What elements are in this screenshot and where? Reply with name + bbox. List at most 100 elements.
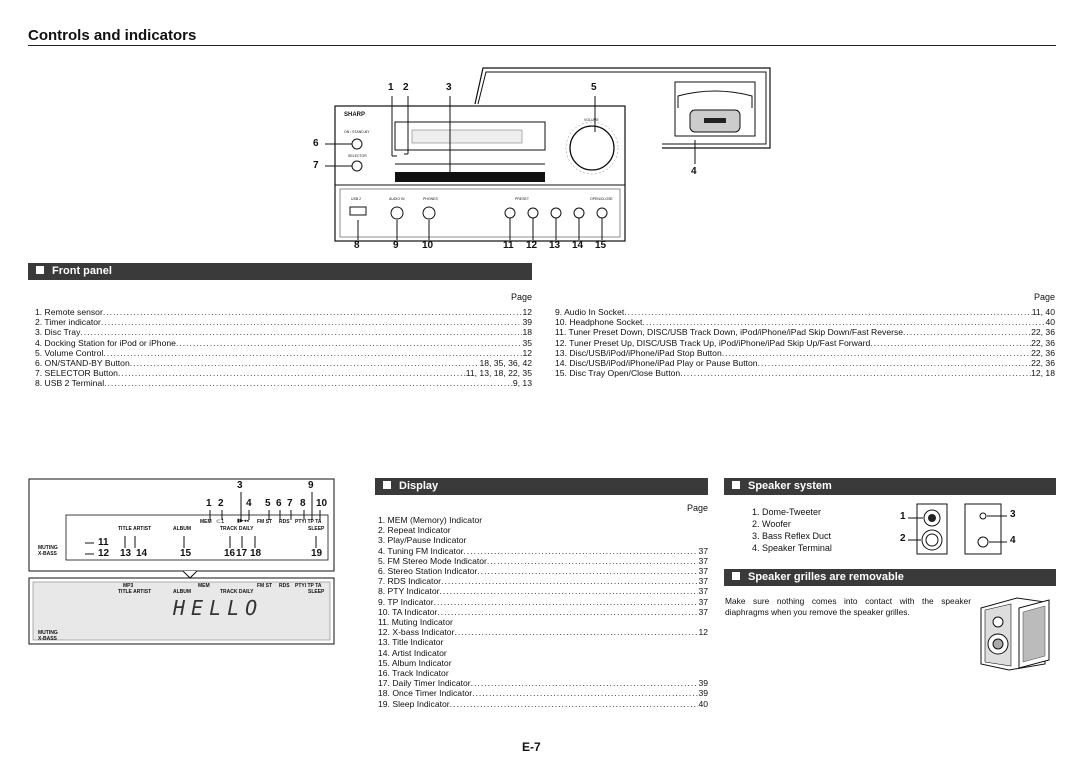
display-item-row: 15. Album Indicator	[378, 658, 708, 668]
toc-label: 5. Volume Control	[35, 347, 104, 358]
toc-leader-dots	[464, 546, 699, 556]
display-item-page: 37	[698, 576, 708, 587]
lcd-mp3-label: MP3	[123, 583, 134, 589]
callout-14: 14	[572, 240, 584, 251]
display-item-label: 9. TP Indicator	[378, 596, 434, 607]
brand-logo: SHARP	[344, 112, 366, 118]
toc-leader-dots	[103, 307, 523, 317]
disp-callout-14: 14	[136, 548, 148, 559]
selector-label: SELECTOR	[348, 154, 367, 158]
display-item-label: 10. TA Indicator	[378, 606, 438, 617]
toc-page: 35	[522, 337, 532, 348]
front-panel-left-list: Page 1. Remote sensor122. Timer indicato…	[35, 292, 532, 389]
disp-callout-8: 8	[300, 498, 306, 509]
callout-11: 11	[503, 240, 514, 251]
display-item-label: 11. Muting Indicator	[378, 617, 453, 628]
callout-6: 6	[313, 138, 319, 149]
toc-page: 22, 36	[1031, 337, 1055, 348]
page-number: E-7	[522, 740, 541, 754]
display-item-row: 14. Artist Indicator	[378, 648, 708, 658]
toc-row: 8. USB 2 Terminal9, 13	[35, 378, 532, 388]
disp-callout-18: 18	[250, 548, 262, 559]
display-item-row: 18. Once Timer Indicator39	[378, 688, 708, 698]
preset-label: PRESET	[515, 197, 530, 201]
usb-label: USB 2	[351, 197, 362, 201]
toc-leader-dots	[472, 688, 698, 698]
display-item-label: 12. X-bass Indicator	[378, 627, 455, 638]
toc-label: 2. Timer indicator	[35, 317, 101, 328]
toc-label: 10. Headphone Socket	[555, 317, 643, 328]
on-standby-label: ON / STAND-BY	[344, 130, 370, 134]
display-item-label: 7. RDS Indicator	[378, 576, 442, 587]
toc-row: 15. Disc Tray Open/Close Button12, 18	[555, 368, 1055, 378]
disp-callout-3: 3	[237, 480, 243, 491]
toc-leader-dots	[722, 348, 1031, 358]
display-item-page: 37	[698, 596, 708, 607]
display-item-label: 8. PTY Indicator	[378, 586, 440, 597]
display-item-label: 14. Artist Indicator	[378, 647, 447, 658]
lcd-rds-label: RDS	[279, 519, 290, 525]
display-item-label: 15. Album Indicator	[378, 657, 452, 668]
toc-page: 22, 36	[1031, 358, 1055, 369]
lcd-mem-label-2: MEM	[198, 583, 210, 589]
disp-callout-16: 16	[224, 548, 236, 559]
speaker-grilles-heading: Speaker grilles are removable	[724, 569, 1056, 586]
display-item-row: 11. Muting Indicator	[378, 617, 708, 627]
speaker-grilles-note: Make sure nothing comes into contact wit…	[725, 596, 971, 617]
display-item-row: 2. Repeat Indicator	[378, 525, 708, 535]
toc-row: 13. Disc/USB/iPod/iPhone/iPad Stop Butto…	[555, 348, 1055, 358]
toc-row: 7. SELECTOR Button11, 13, 18, 22, 35	[35, 368, 532, 378]
display-item-row: 10. TA Indicator37	[378, 607, 708, 617]
toc-leader-dots	[130, 358, 480, 368]
toc-label: 3. Disc Tray	[35, 327, 81, 338]
toc-row: 1. Remote sensor12	[35, 307, 532, 317]
toc-leader-dots	[434, 597, 699, 607]
display-item-page: 37	[698, 555, 708, 566]
display-item-page: 37	[698, 566, 708, 577]
spk-callout-2: 2	[900, 533, 906, 544]
toc-label: 15. Disc Tray Open/Close Button	[555, 368, 681, 379]
lcd-pty-label: PTYI TP TA	[295, 519, 322, 525]
lcd-title-artist-label: TITLE ARTIST	[118, 526, 152, 532]
toc-row: 12. Tuner Preset Up, DISC/USB Track Up, …	[555, 338, 1055, 348]
display-item-row: 6. Stereo Station Indicator37	[378, 566, 708, 576]
bullet-square	[732, 481, 740, 489]
display-item-page: 37	[698, 545, 708, 556]
lcd-xbass-label: X-BASS	[38, 551, 57, 557]
display-heading: Display	[375, 478, 708, 495]
toc-leader-dots	[437, 607, 698, 617]
toc-leader-dots	[103, 348, 522, 358]
display-item-label: 5. FM Stereo Mode Indicator	[378, 555, 487, 566]
lcd-rds-label-2: RDS	[279, 583, 290, 589]
disp-callout-10: 10	[316, 498, 328, 509]
callout-7: 7	[313, 160, 319, 171]
bullet-square	[383, 481, 391, 489]
page-header: Page	[1033, 292, 1055, 302]
display-item-row: 4. Tuning FM Indicator37	[378, 546, 708, 556]
toc-label: 8. USB 2 Terminal	[35, 378, 105, 389]
spk-callout-1: 1	[900, 511, 906, 522]
display-item-label: 18. Once Timer Indicator	[378, 688, 473, 699]
callout-9: 9	[393, 240, 399, 251]
toc-page: 22, 36	[1031, 327, 1055, 338]
lcd-hello-text: HELLO	[173, 596, 264, 620]
lcd-mem-label: MEM	[200, 519, 212, 525]
toc-label: 9. Audio In Socket	[555, 307, 625, 317]
toc-leader-dots	[870, 338, 1031, 348]
display-item-row: 5. FM Stereo Mode Indicator 37	[378, 556, 708, 566]
callout-12: 12	[526, 240, 538, 251]
speaker-item: 2. Woofer	[752, 519, 791, 529]
speaker-item: 4. Speaker Terminal	[752, 543, 832, 553]
lcd-fmst-label-2: FM ST	[257, 583, 272, 589]
lcd-album-label-2: ALBUM	[173, 589, 192, 595]
lcd-muting-label: MUTING	[38, 545, 58, 551]
callout-8: 8	[354, 240, 360, 251]
disp-callout-2: 2	[218, 498, 224, 509]
toc-leader-dots	[680, 368, 1031, 378]
toc-label: 1. Remote sensor	[35, 307, 103, 317]
lcd-muting-label-2: MUTING	[38, 630, 58, 636]
toc-leader-dots	[104, 378, 513, 388]
toc-page: 40	[1045, 317, 1055, 328]
